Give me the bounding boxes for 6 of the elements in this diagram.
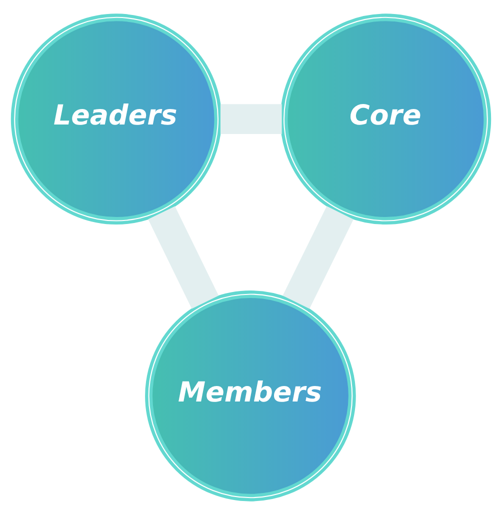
connector	[282, 206, 354, 309]
node-circle: Leaders	[10, 14, 222, 224]
connector	[148, 206, 219, 309]
node-circle: Members	[145, 290, 356, 502]
connector	[220, 104, 282, 134]
node-circle: Core	[280, 14, 492, 224]
